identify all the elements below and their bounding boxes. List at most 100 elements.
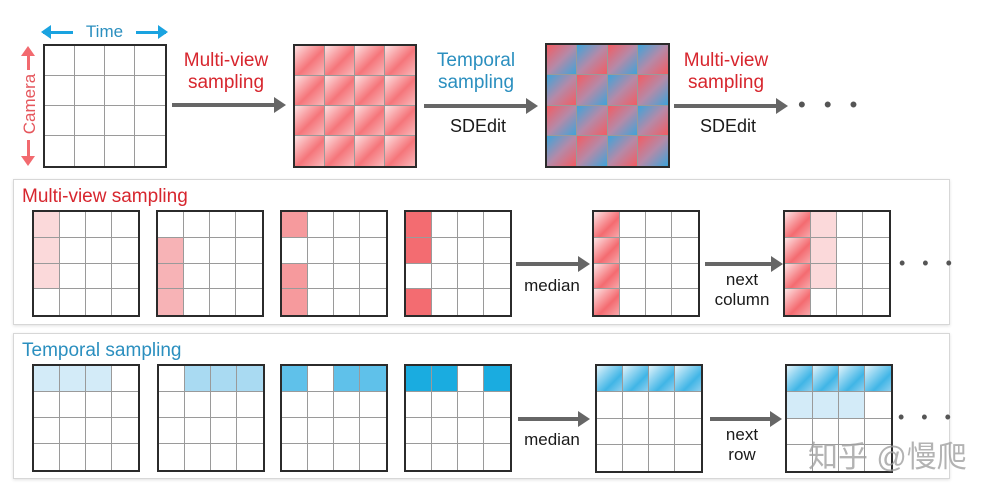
grid-cell	[484, 418, 510, 444]
grid-cell	[813, 418, 839, 445]
grid-cell	[863, 238, 889, 264]
grid-cell	[112, 289, 138, 315]
grid-cell	[295, 136, 325, 166]
grid-cell	[360, 289, 386, 315]
grid-cell	[210, 237, 236, 264]
grid-cell	[458, 212, 484, 238]
grid-cell	[672, 212, 698, 238]
grid-cell	[837, 263, 863, 290]
grid-cell	[295, 76, 325, 106]
grid-cell	[863, 264, 889, 290]
grid-cell	[210, 289, 236, 315]
grid-cell	[484, 289, 510, 315]
grid-cell	[34, 289, 60, 315]
grid-cell	[308, 444, 334, 470]
grid-cell	[484, 444, 510, 470]
grid-cell	[675, 445, 701, 471]
grid-cell	[75, 76, 105, 106]
tp-next-label: next row	[702, 425, 782, 464]
grid-cell	[112, 238, 138, 264]
grid-cell	[594, 289, 620, 315]
grid-cell	[458, 263, 484, 290]
grid-cell	[334, 289, 360, 315]
grid-cell	[484, 392, 510, 418]
grid-cell	[211, 392, 237, 418]
grid-cell	[112, 212, 138, 238]
grid-cell	[60, 418, 86, 444]
grid-cell	[360, 444, 386, 470]
grid-cell	[236, 264, 262, 290]
grid-cell	[787, 392, 813, 419]
grid-cell	[282, 263, 308, 290]
grid-cell	[458, 444, 484, 470]
mv-median-arrow	[516, 256, 590, 272]
grid-cell	[158, 289, 184, 315]
grid-cell	[813, 366, 839, 393]
mv-grid-2	[156, 210, 264, 317]
grid-cell	[236, 212, 262, 238]
grid-cell	[594, 212, 620, 238]
grid-cell	[813, 444, 839, 471]
grid-cell	[308, 392, 334, 418]
grid-cell	[282, 418, 308, 444]
grid-cell	[112, 264, 138, 290]
grid-cell	[334, 263, 360, 290]
grid-cell	[597, 444, 623, 471]
grid-cell	[282, 392, 308, 418]
grid-cell	[458, 418, 484, 444]
mv-next-label-line1: next	[725, 270, 759, 289]
grid-cell	[637, 135, 668, 166]
grid-cell	[594, 263, 620, 290]
time-axis-label: Time	[41, 22, 168, 42]
grid-cell	[785, 289, 811, 315]
grid-cell	[406, 237, 432, 264]
grid-cell	[406, 366, 432, 392]
grid-cell	[597, 418, 623, 445]
grid-cell	[484, 264, 510, 290]
grid-cell	[839, 392, 865, 419]
grid-cell	[458, 392, 484, 418]
grid-cell	[406, 212, 432, 238]
grid-cell	[34, 212, 60, 238]
grid-cell	[458, 237, 484, 264]
mv-ellipsis: • • •	[899, 253, 958, 273]
grid-cell	[86, 263, 112, 290]
grid-cell	[86, 237, 112, 264]
grid-cell	[355, 46, 385, 76]
grid-cell	[620, 237, 646, 264]
top-step1-label: Multi-view sampling	[172, 50, 280, 94]
grid-cell	[646, 289, 672, 315]
tp-grid-3	[280, 364, 388, 472]
grid-cell	[432, 237, 458, 264]
grid-cell	[159, 444, 185, 470]
watermark: 知乎 @慢爬	[808, 441, 967, 474]
grid-cell	[355, 76, 385, 106]
grid-cell	[34, 418, 60, 444]
grid-cell	[45, 76, 75, 106]
grid-cell	[385, 46, 415, 76]
grid-cell	[607, 75, 638, 106]
grid-cell	[60, 289, 86, 315]
grid-cell	[308, 237, 334, 264]
top-arrow-2	[424, 98, 538, 114]
mv-grid-next	[783, 210, 891, 317]
grid-cell	[839, 366, 865, 393]
grid-cell	[360, 238, 386, 264]
grid-cell	[334, 444, 360, 470]
grid-cell	[45, 46, 75, 76]
grid-cell	[308, 289, 334, 315]
grid-cell	[105, 136, 135, 166]
top-step1-label-line1: Multi-view	[183, 50, 269, 71]
mv-grid-1	[32, 210, 140, 317]
tp-grid-2	[157, 364, 265, 472]
grid-cell	[60, 366, 86, 392]
grid-cell	[112, 444, 138, 470]
grid-cell	[385, 106, 415, 136]
grid-cell	[75, 106, 105, 136]
grid-cell	[432, 263, 458, 290]
grid-cell	[211, 444, 237, 470]
grid-cell	[334, 366, 360, 392]
top-step3-sdedit: SDEdit	[699, 116, 757, 136]
grid-cell	[210, 263, 236, 290]
grid-cell	[597, 366, 623, 393]
